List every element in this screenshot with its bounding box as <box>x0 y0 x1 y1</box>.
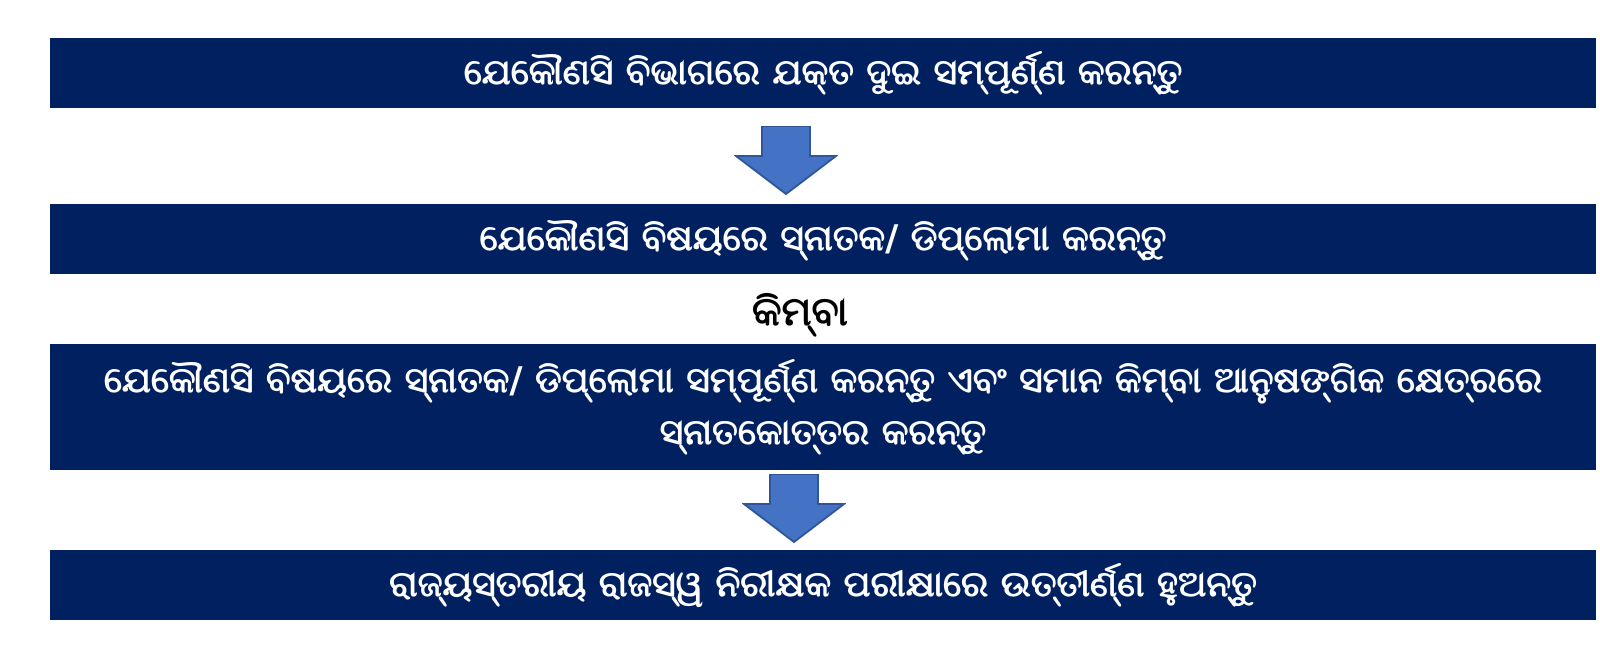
flow-step-3-text: ଯେକୌଣସି ବିଷୟରେ ସ୍ନାତକ/ ଡିପ୍ଲୋମା ସମ୍ପୂର୍ଣ… <box>103 360 1543 453</box>
flow-step-4: ରାଜ୍ୟସ୍ତରୀୟ ରାଜସ୍ୱ ନିରୀକ୍ଷକ ପରୀକ୍ଷାରେ ଉତ… <box>50 550 1596 620</box>
flow-step-4-text: ରାଜ୍ୟସ୍ତରୀୟ ରାଜସ୍ୱ ନିରୀକ୍ଷକ ପରୀକ୍ଷାରେ ଉତ… <box>389 564 1257 606</box>
flow-step-1-text: ଯେକୌଣସି ବିଭାଗରେ ଯକ୍ତ ଦୁଇ ସମ୍ପୂର୍ଣ୍ଣ କରନ୍… <box>463 52 1183 94</box>
flow-step-1: ଯେକୌଣସି ବିଭାଗରେ ଯକ୍ତ ଦୁଇ ସମ୍ପୂର୍ଣ୍ଣ କରନ୍… <box>50 38 1596 108</box>
down-arrow-icon <box>734 126 838 196</box>
flow-step-3: ଯେକୌଣସି ବିଷୟରେ ସ୍ନାତକ/ ଡିପ୍ଲୋମା ସମ୍ପୂର୍ଣ… <box>50 344 1596 470</box>
or-label: କିମ୍ବା <box>752 289 848 335</box>
flow-step-2-text: ଯେକୌଣସି ବିଷୟରେ ସ୍ନାତକ/ ଡିପ୍ଲୋମା କରନ୍ତୁ <box>479 218 1167 260</box>
flow-step-2: ଯେକୌଣସି ବିଷୟରେ ସ୍ନାତକ/ ଡିପ୍ଲୋମା କରନ୍ତୁ <box>50 204 1596 274</box>
down-arrow-icon <box>742 474 846 544</box>
